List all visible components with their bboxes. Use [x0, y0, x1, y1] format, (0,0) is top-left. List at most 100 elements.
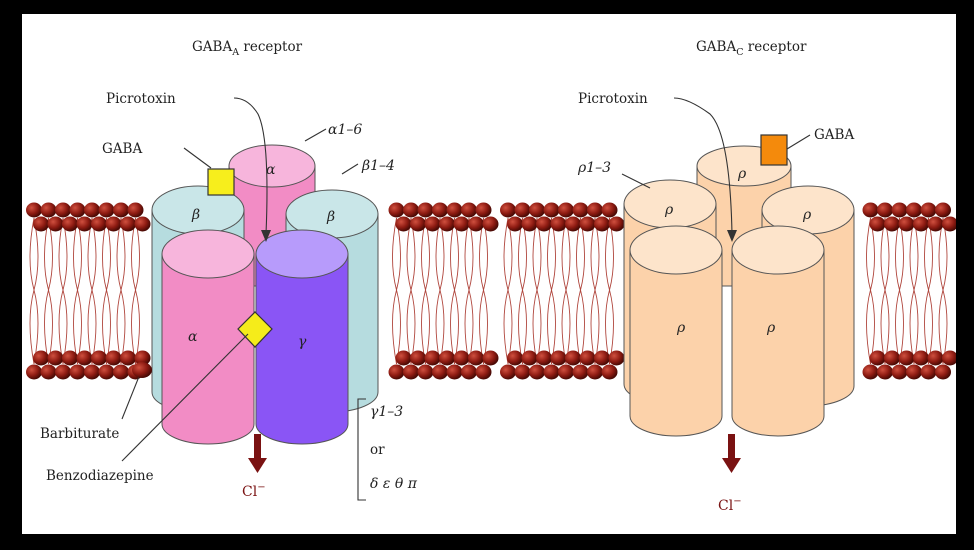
lipid-head [439, 217, 455, 232]
beta-range-label: β1–4 [361, 158, 395, 174]
lipid-head [48, 351, 64, 366]
lipid-head [877, 365, 893, 380]
lipid-head [529, 203, 545, 218]
lipid-head [928, 217, 944, 232]
lipid-head [483, 217, 499, 232]
lipid-head [33, 217, 49, 232]
figure-panel: α β β α γ GABAA receptor Picrotoxin GABA… [22, 14, 956, 534]
lipid-head [396, 351, 412, 366]
lipid-head [551, 217, 567, 232]
chloride-arrow-left [248, 434, 267, 473]
lipid-head [942, 217, 956, 232]
label-rho-front-left: ρ [676, 320, 686, 336]
lipid-head [33, 351, 49, 366]
receptor-diagram: α β β α γ GABAA receptor Picrotoxin GABA… [22, 14, 956, 534]
lipid-head [536, 351, 552, 366]
lipid-head [432, 365, 448, 380]
lipid-head [580, 351, 596, 366]
lipid-head [594, 351, 610, 366]
lipid-head [870, 351, 886, 366]
lipid-head [410, 351, 426, 366]
or-label: or [370, 442, 385, 458]
lipid-head [906, 365, 922, 380]
lipid-head [558, 203, 574, 218]
lipid-head [935, 203, 951, 218]
gaba-label-left: GABA [102, 141, 142, 157]
lipid-head [935, 365, 951, 380]
lipid-head [454, 351, 470, 366]
lipid-head [84, 203, 100, 218]
lipid-head [515, 203, 531, 218]
lipid-head [468, 217, 484, 232]
lipid-head [26, 365, 42, 380]
lipid-head [892, 203, 908, 218]
lipid-head [48, 217, 64, 232]
lipid-head [921, 365, 937, 380]
lipid-head [410, 217, 426, 232]
lipid-head [432, 203, 448, 218]
lipid-head [602, 365, 618, 380]
lipid-head [536, 217, 552, 232]
gaba-ligand-square [208, 169, 234, 195]
lipid-head [461, 203, 477, 218]
lipid-head [91, 351, 107, 366]
lipid-head [507, 217, 523, 232]
lipid-head [425, 217, 441, 232]
gaba-c-title: GABAC receptor [696, 39, 807, 58]
label-alpha-front: α [188, 329, 198, 345]
lipid-head [602, 203, 618, 218]
gaba-c-receptor: ρ ρ ρ ρ ρ [622, 98, 854, 473]
lipid-head [55, 203, 71, 218]
lipid-head [113, 203, 129, 218]
lipid-head [389, 365, 405, 380]
label-rho-left: ρ [664, 202, 674, 218]
lipid-head [507, 351, 523, 366]
lipid-head [522, 351, 538, 366]
lipid-head [62, 217, 78, 232]
lipid-head [899, 217, 915, 232]
chloride-arrow-right [722, 434, 741, 473]
lipid-head [454, 217, 470, 232]
lipid-head [403, 365, 419, 380]
lipid-head [594, 217, 610, 232]
lipid-head [113, 365, 129, 380]
lipid-head [942, 351, 956, 366]
lipid-head [120, 351, 136, 366]
lipid-head [899, 351, 915, 366]
benzodiazepine-label: Benzodiazepine [46, 468, 154, 484]
lipid-head [418, 203, 434, 218]
lipid-head [396, 217, 412, 232]
lipid-head [573, 365, 589, 380]
lipid-head [544, 365, 560, 380]
lipid-head [609, 351, 625, 366]
lipid-head [55, 365, 71, 380]
alt-subunits-label: δ ε θ π [370, 476, 418, 492]
label-beta-right: β [326, 209, 335, 225]
lipid-head [884, 351, 900, 366]
alpha-range-label: α1–6 [328, 122, 362, 138]
lipid-head [928, 351, 944, 366]
chloride-label-right: Cl− [718, 496, 742, 514]
lipid-head [468, 351, 484, 366]
lipid-head [913, 217, 929, 232]
lipid-head [558, 365, 574, 380]
lipid-head [587, 365, 603, 380]
lipid-head [447, 203, 463, 218]
lipid-head [120, 217, 136, 232]
lipid-head [41, 203, 57, 218]
lipid-head [921, 203, 937, 218]
lipid-head [483, 351, 499, 366]
lipid-head [913, 351, 929, 366]
lipid-head [500, 203, 516, 218]
lipid-head [587, 203, 603, 218]
cylinder-rho-front-left [630, 226, 722, 436]
lipid-head [500, 365, 516, 380]
lipid-head [99, 365, 115, 380]
lipid-head [515, 365, 531, 380]
lipid-head [573, 203, 589, 218]
gamma-bracket [358, 399, 366, 500]
gaba-a-receptor: α β β α γ [122, 98, 378, 500]
lipid-head [476, 203, 492, 218]
lipid-head [77, 351, 93, 366]
